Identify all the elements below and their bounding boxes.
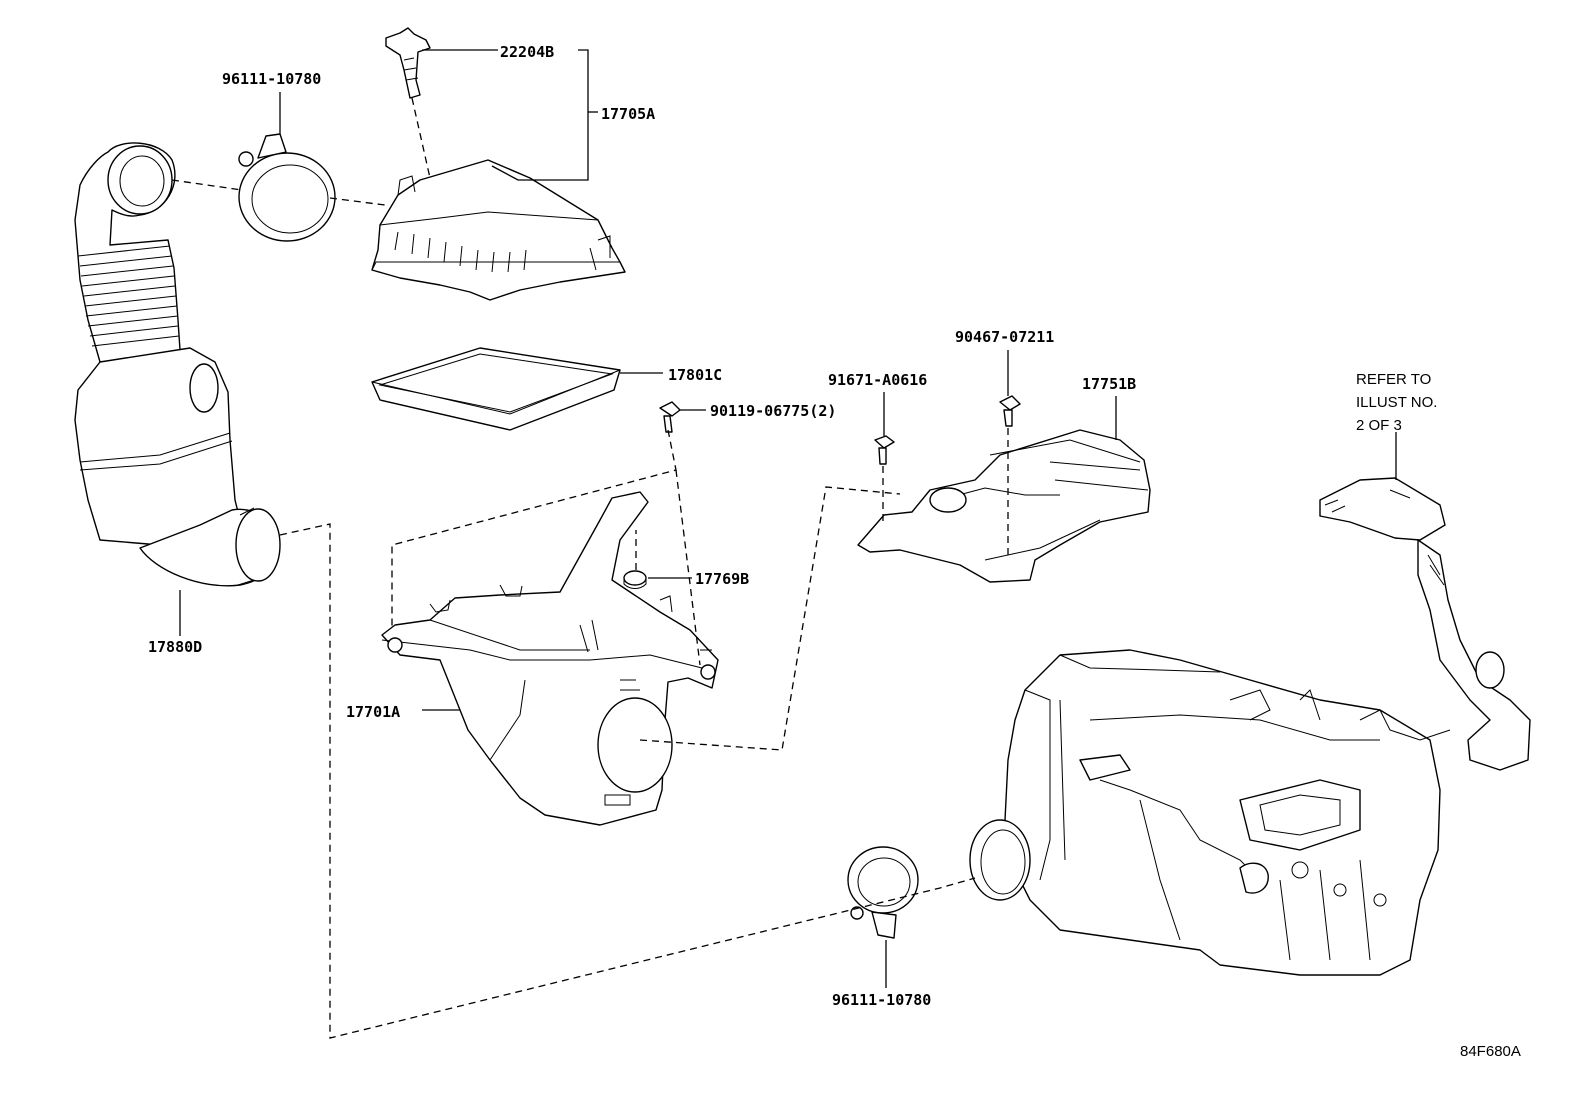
leader-lines: [179, 49, 1397, 988]
air-inlet-hose[interactable]: [74, 142, 281, 587]
label-17769b: 17769B: [695, 570, 749, 588]
upper-air-cleaner-case[interactable]: [371, 159, 626, 301]
label-96111-top: 96111-10780: [222, 70, 321, 88]
refer-note-line3: 2 OF 3: [1356, 417, 1402, 434]
engine-assembly: [969, 649, 1451, 976]
air-filter-element[interactable]: [371, 347, 621, 431]
label-17701a: 17701A: [346, 703, 400, 721]
sensor-dash-line: [411, 97, 431, 179]
refer-note-line2: ILLUST NO.: [1356, 394, 1437, 411]
clamp-bottom[interactable]: [847, 846, 919, 939]
label-90467: 90467-07211: [955, 328, 1054, 346]
clamp-top[interactable]: [238, 133, 336, 242]
label-90119: 90119-06775(2): [710, 402, 836, 420]
air-resonator[interactable]: [857, 429, 1151, 583]
bolt-90467[interactable]: [999, 395, 1021, 427]
label-22204b: 22204B: [500, 43, 554, 61]
label-17801c: 17801C: [668, 366, 722, 384]
bolt-91671[interactable]: [874, 435, 895, 465]
dashed-connection-lines: [171, 179, 1009, 1039]
part-labels: 22204B 17705A 96111-10780 17801C 90119-0…: [148, 43, 1521, 1060]
label-17705a: 17705A: [601, 105, 655, 123]
lower-air-cleaner-case[interactable]: [381, 491, 719, 826]
bolt-90119[interactable]: [659, 401, 681, 433]
label-17880d: 17880D: [148, 638, 202, 656]
wire-harness[interactable]: [1319, 477, 1531, 771]
diagram-ref-code: 84F680A: [1460, 1043, 1521, 1060]
label-91671: 91671-A0616: [828, 371, 927, 389]
air-flow-meter-sensor[interactable]: [385, 27, 431, 99]
label-17751b: 17751B: [1082, 375, 1136, 393]
grommet[interactable]: [623, 530, 647, 589]
label-96111-bottom: 96111-10780: [832, 991, 931, 1009]
refer-note-line1: REFER TO: [1356, 371, 1431, 388]
